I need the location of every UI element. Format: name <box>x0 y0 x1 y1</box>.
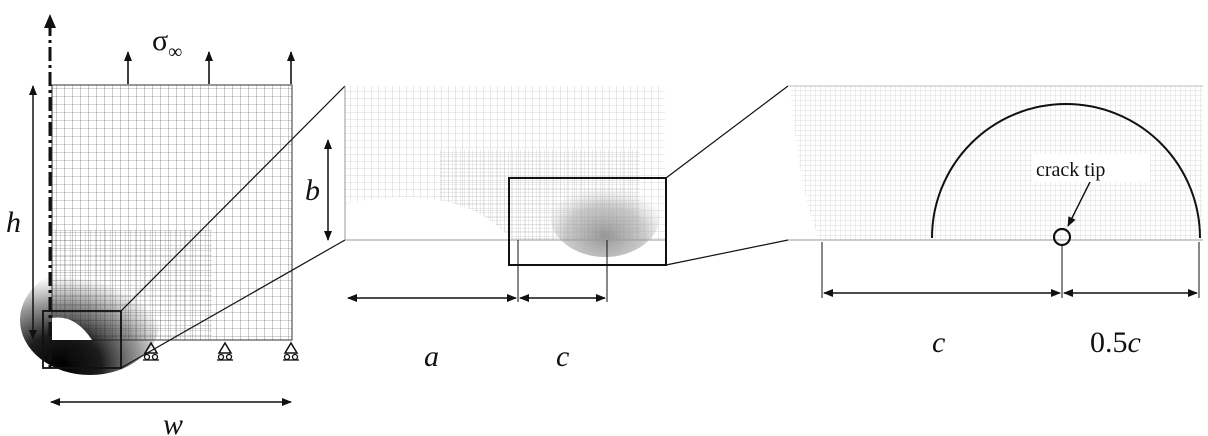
crack-tip-marker <box>1052 227 1072 247</box>
crack-tip-panel: crack tip c 0.5c <box>788 85 1203 359</box>
half-c-label: 0.5c <box>1090 326 1141 359</box>
zoom-connector <box>120 239 346 369</box>
dense-mesh-region <box>20 265 160 375</box>
refined-crack-region <box>550 173 660 257</box>
hole <box>52 317 92 340</box>
zoom-box-small <box>42 310 122 369</box>
full-model-panel: σ∞ h <box>6 14 299 436</box>
supports <box>68 341 299 361</box>
c-label-middle: c <box>556 340 569 373</box>
crack-tip-label-bg <box>1032 154 1150 182</box>
roller-support-icon <box>68 341 84 361</box>
roller-support-icon <box>283 341 299 361</box>
sigma-label: σ∞ <box>152 24 182 63</box>
crack-tip-pointer <box>1067 181 1091 227</box>
roller-support-icon <box>143 341 159 361</box>
load-arrows <box>124 51 295 84</box>
zoom-connector <box>665 85 789 179</box>
w-label: w <box>163 408 183 436</box>
zoom-connector <box>120 85 346 312</box>
crack-tip-zone-circle <box>931 103 1201 239</box>
hole-edge <box>788 86 820 240</box>
middle-panel: b a c <box>305 86 667 373</box>
a-label: a <box>424 340 439 373</box>
crack-tip-label: crack tip <box>1036 159 1105 181</box>
hole-zoomed <box>345 197 512 240</box>
h-label: h <box>6 206 21 239</box>
zoom-box-medium <box>508 177 667 266</box>
symmetry-axis-arrow <box>44 14 56 28</box>
roller-support-icon <box>217 341 233 361</box>
c-label-right: c <box>932 326 945 359</box>
zoom-connector <box>665 239 789 266</box>
b-label: b <box>305 174 320 207</box>
